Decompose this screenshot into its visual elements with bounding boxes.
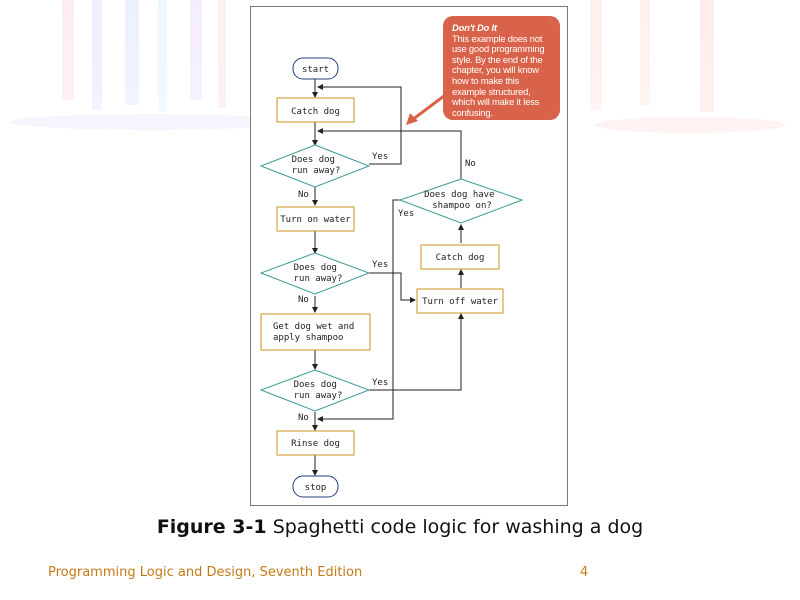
decision-run-away-3: [259, 369, 371, 412]
process-turn-off-water: [416, 288, 504, 314]
note-pointer-arrow: [411, 94, 445, 122]
dont-do-it-note: Don't Do It This example does not use go…: [443, 16, 560, 120]
process-catch-dog-label: Catch dog: [291, 107, 340, 117]
start-label: start: [302, 65, 329, 75]
decision-shampoo-on: [398, 178, 524, 224]
process-turn-off-water-label: Turn off water: [422, 297, 498, 307]
label-no-1: No: [298, 190, 309, 200]
process-rinse-dog: [276, 430, 355, 456]
process-turn-on-water-label: Turn on water: [280, 215, 351, 225]
decision-shampoo-on-label: Does dog have shampoo on?: [424, 190, 500, 211]
process-get-dog-wet: [260, 313, 371, 351]
label-no-3: No: [298, 413, 309, 423]
decision-run-away-1-label: Does dog run away?: [292, 155, 341, 176]
label-yes-2: Yes: [372, 260, 388, 270]
stop-terminal: [292, 475, 339, 498]
caption-number: Figure 3-1: [156, 516, 267, 538]
label-no-2: No: [298, 295, 309, 305]
process-get-dog-wet-label: Get dog wet and apply shampoo: [273, 322, 360, 343]
stop-label: stop: [305, 483, 327, 493]
footer-title: Programming Logic and Design, Seventh Ed…: [48, 565, 363, 580]
caption-text: Spaghetti code logic for washing a dog: [272, 516, 644, 538]
process-catch-dog: [276, 97, 355, 123]
process-turn-on-water: [276, 206, 355, 232]
decision-run-away-3-label: Does dog run away?: [294, 380, 343, 401]
note-pointer-arrowhead: [406, 113, 418, 125]
decision-run-away-2: [259, 252, 371, 295]
note-body: This example does not use good programmi…: [452, 32, 545, 118]
process-rinse-dog-label: Rinse dog: [291, 439, 340, 449]
figure-caption: Figure 3-1 Spaghetti code logic for wash…: [0, 516, 800, 538]
label-no-shampoo: No: [465, 159, 476, 169]
start-terminal: [292, 57, 339, 80]
process-catch-dog-2-label: Catch dog: [436, 253, 485, 263]
label-yes-3: Yes: [372, 378, 388, 388]
note-title: Don't Do It: [452, 22, 497, 33]
label-yes-shampoo: Yes: [398, 209, 414, 219]
decision-run-away-2-label: Does dog run away?: [294, 263, 343, 284]
decision-run-away-1: [259, 144, 371, 188]
process-catch-dog-2: [420, 244, 500, 270]
label-yes-1: Yes: [372, 152, 388, 162]
connectors: [312, 79, 464, 476]
page-number: 4: [580, 565, 589, 580]
